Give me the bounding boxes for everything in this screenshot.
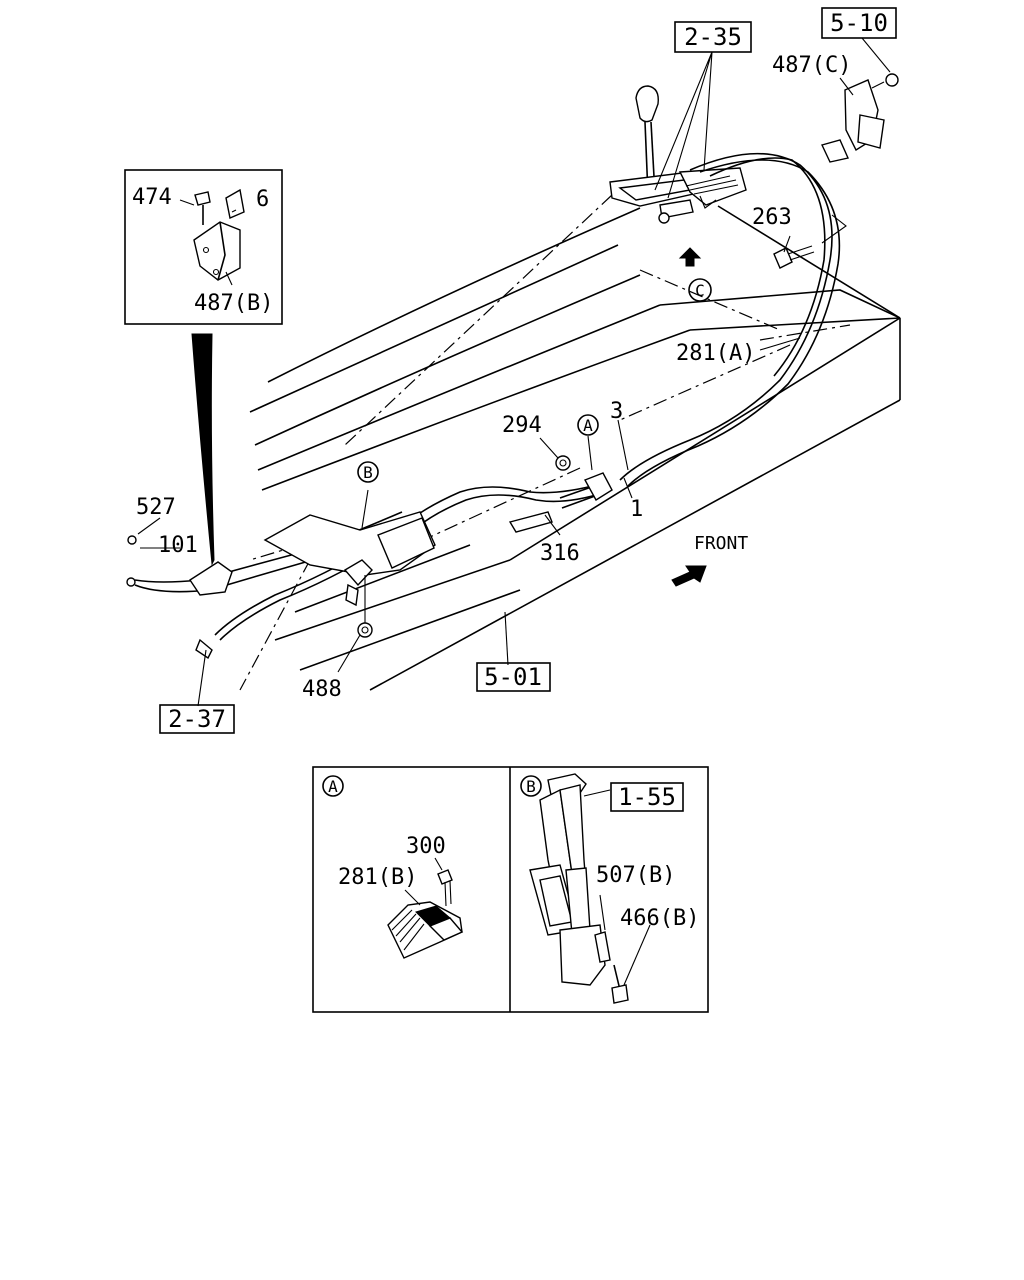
ref-box-5-01[interactable]: 5-01 xyxy=(476,662,551,692)
front-arrow xyxy=(671,565,707,587)
callout-507b: 507(B) xyxy=(596,863,675,888)
ref-box-1-55[interactable]: 1-55 xyxy=(610,782,684,812)
shift-lever-assembly xyxy=(609,85,747,224)
svg-text:2-35: 2-35 xyxy=(684,23,742,51)
callout-101: 101 xyxy=(158,533,198,558)
transmission-bracket xyxy=(127,511,436,660)
bolt-263 xyxy=(773,245,815,269)
marker-a-main: A xyxy=(577,414,599,436)
callout-6: 6 xyxy=(256,187,269,212)
leader-lines xyxy=(137,37,891,707)
callout-1: 1 xyxy=(630,497,643,522)
callout-300: 300 xyxy=(406,834,446,859)
svg-text:2-37: 2-37 xyxy=(168,705,226,733)
c-view-arrow xyxy=(678,247,702,267)
marker-c-main: C xyxy=(688,278,712,302)
floor-panel xyxy=(239,194,901,691)
detail-panels xyxy=(312,766,709,1013)
svg-text:5-01: 5-01 xyxy=(484,663,542,691)
callout-3: 3 xyxy=(610,399,623,424)
ref-box-5-10[interactable]: 5-10 xyxy=(821,7,897,39)
callout-466b: 466(B) xyxy=(620,906,699,931)
marker-b-detail: B xyxy=(520,775,542,797)
bracket-1-55-assembly xyxy=(529,773,651,1004)
marker-b-main: B xyxy=(357,461,379,483)
ref-box-2-37[interactable]: 2-37 xyxy=(159,704,235,734)
inset-pointer-wedge xyxy=(191,333,215,566)
svg-text:C: C xyxy=(695,281,705,300)
callout-474: 474 xyxy=(132,185,172,210)
callout-527: 527 xyxy=(136,495,176,520)
front-label: FRONT xyxy=(694,533,748,554)
inset-bracket-487b xyxy=(124,169,283,325)
cable-clamp-a xyxy=(508,455,613,533)
svg-text:1-55: 1-55 xyxy=(618,783,676,811)
ref-box-2-35[interactable]: 2-35 xyxy=(674,21,752,53)
callout-487b: 487(B) xyxy=(194,291,273,316)
callout-294: 294 xyxy=(502,413,542,438)
callout-488: 488 xyxy=(302,677,342,702)
svg-text:B: B xyxy=(363,463,373,482)
svg-text:B: B xyxy=(526,777,536,796)
callout-263: 263 xyxy=(752,205,792,230)
callout-281a: 281(A) xyxy=(676,341,755,366)
marker-a-detail: A xyxy=(322,775,344,797)
shift-cables xyxy=(126,152,841,641)
bracket-487c xyxy=(821,73,899,163)
clamp-281b xyxy=(387,857,464,959)
svg-text:A: A xyxy=(583,416,593,435)
callout-487c: 487(C) xyxy=(772,53,851,78)
svg-text:5-10: 5-10 xyxy=(830,9,888,37)
callout-281b: 281(B) xyxy=(338,865,417,890)
callout-316: 316 xyxy=(540,541,580,566)
svg-text:A: A xyxy=(328,777,338,796)
